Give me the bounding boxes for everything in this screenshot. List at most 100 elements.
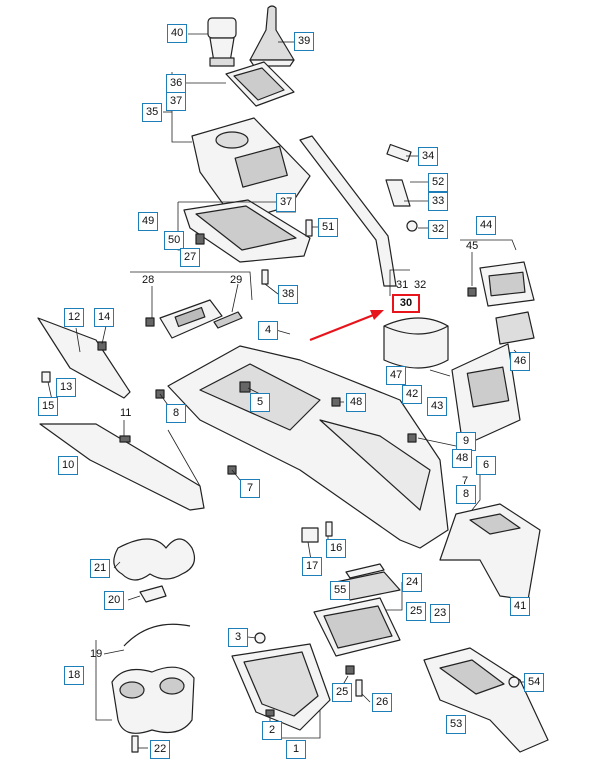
armrest-lid-part xyxy=(383,317,449,369)
label-42: 42 xyxy=(402,385,423,404)
mat-21-part xyxy=(113,538,195,581)
label-49: 49 xyxy=(138,212,159,231)
lower-duct-part xyxy=(423,647,549,753)
clip-34-part xyxy=(386,143,412,163)
label-3: 3 xyxy=(228,628,248,647)
nut-54-part xyxy=(508,676,520,688)
screw-16-part xyxy=(325,521,333,537)
label-44: 44 xyxy=(476,216,497,235)
switch-panel-part xyxy=(145,299,243,339)
side-trim-10-part xyxy=(39,423,205,511)
clip-11-part xyxy=(119,435,131,443)
grommet-3-part xyxy=(254,632,266,644)
label-14: 14 xyxy=(94,308,115,327)
highlight-arrow xyxy=(309,310,384,342)
label-30: 30 xyxy=(392,294,420,313)
bracket-33-part xyxy=(385,179,411,207)
label-10: 10 xyxy=(58,456,79,475)
rear-vent-part xyxy=(467,261,535,307)
storage-tray-part xyxy=(313,597,401,657)
num-7: 7 xyxy=(462,475,469,487)
lower-console-part xyxy=(183,199,311,263)
label-8-right: 8 xyxy=(456,485,476,504)
gear-boot-part xyxy=(249,5,295,67)
clip-50-part xyxy=(195,233,205,245)
label-55: 55 xyxy=(330,581,351,600)
label-12: 12 xyxy=(64,308,85,327)
label-6: 6 xyxy=(476,456,496,475)
label-41: 41 xyxy=(510,597,531,616)
label-25-bottom: 25 xyxy=(332,683,353,702)
spring-19-part xyxy=(123,623,191,647)
label-43: 43 xyxy=(427,397,448,416)
label-38: 38 xyxy=(278,285,299,304)
label-47: 47 xyxy=(386,366,407,385)
label-27: 27 xyxy=(180,248,201,267)
label-40: 40 xyxy=(167,24,188,43)
screw-26-part xyxy=(355,679,363,697)
label-34: 34 xyxy=(418,147,439,166)
label-24: 24 xyxy=(402,573,423,592)
clip-25-part xyxy=(345,665,355,675)
clip-14-part xyxy=(97,341,107,351)
outlet-46-part xyxy=(495,311,535,345)
label-25: 25 xyxy=(406,602,427,621)
label-51: 51 xyxy=(318,218,339,237)
label-46: 46 xyxy=(510,352,531,371)
trim-strip-part xyxy=(299,135,397,287)
label-37-mid: 37 xyxy=(276,193,297,212)
label-54: 54 xyxy=(524,673,545,692)
label-15: 15 xyxy=(38,397,59,416)
label-33: 33 xyxy=(428,192,449,211)
rear-panel-part xyxy=(451,343,521,441)
label-20: 20 xyxy=(104,591,125,610)
label-35: 35 xyxy=(142,103,163,122)
clip-2-part xyxy=(265,709,275,717)
side-trim-12-part xyxy=(37,317,131,399)
label-32: 32 xyxy=(428,220,449,239)
label-48-right: 48 xyxy=(452,449,473,468)
gear-knob-part xyxy=(207,17,237,67)
label-18: 18 xyxy=(64,666,85,685)
label-26: 26 xyxy=(372,693,393,712)
cup-holder-part xyxy=(111,666,195,734)
num-11: 11 xyxy=(120,407,132,419)
label-36: 36 xyxy=(166,74,187,93)
label-17: 17 xyxy=(302,557,323,576)
rear-bracket-part xyxy=(439,503,541,601)
label-13: 13 xyxy=(56,378,77,397)
num-32: 32 xyxy=(414,279,427,291)
cap-15-part xyxy=(41,371,51,383)
label-39: 39 xyxy=(294,32,315,51)
label-53: 53 xyxy=(446,715,467,734)
label-16: 16 xyxy=(326,539,347,558)
screw-38-part xyxy=(261,269,269,285)
num-45: 45 xyxy=(466,240,479,252)
label-5: 5 xyxy=(250,393,270,412)
label-22: 22 xyxy=(150,740,171,759)
label-4: 4 xyxy=(258,321,278,340)
num-28: 28 xyxy=(142,274,155,286)
boot-frame-part xyxy=(225,61,295,107)
label-48: 48 xyxy=(346,393,367,412)
num-29: 29 xyxy=(230,274,243,286)
label-21: 21 xyxy=(90,559,111,578)
base-tray-part xyxy=(231,643,331,731)
screw-22-part xyxy=(131,735,139,753)
num-19: 19 xyxy=(90,648,103,660)
label-50: 50 xyxy=(164,231,185,250)
label-37-top: 37 xyxy=(166,92,187,111)
label-2: 2 xyxy=(262,721,282,740)
part-20 xyxy=(139,585,167,603)
label-7-left: 7 xyxy=(240,479,260,498)
num-31: 31 xyxy=(396,279,409,291)
label-52: 52 xyxy=(428,173,449,192)
screw-51-part xyxy=(305,219,313,237)
label-8-left: 8 xyxy=(166,404,186,423)
part-24 xyxy=(345,563,385,579)
part-17 xyxy=(301,527,319,543)
label-23: 23 xyxy=(430,604,451,623)
label-1: 1 xyxy=(286,740,306,759)
